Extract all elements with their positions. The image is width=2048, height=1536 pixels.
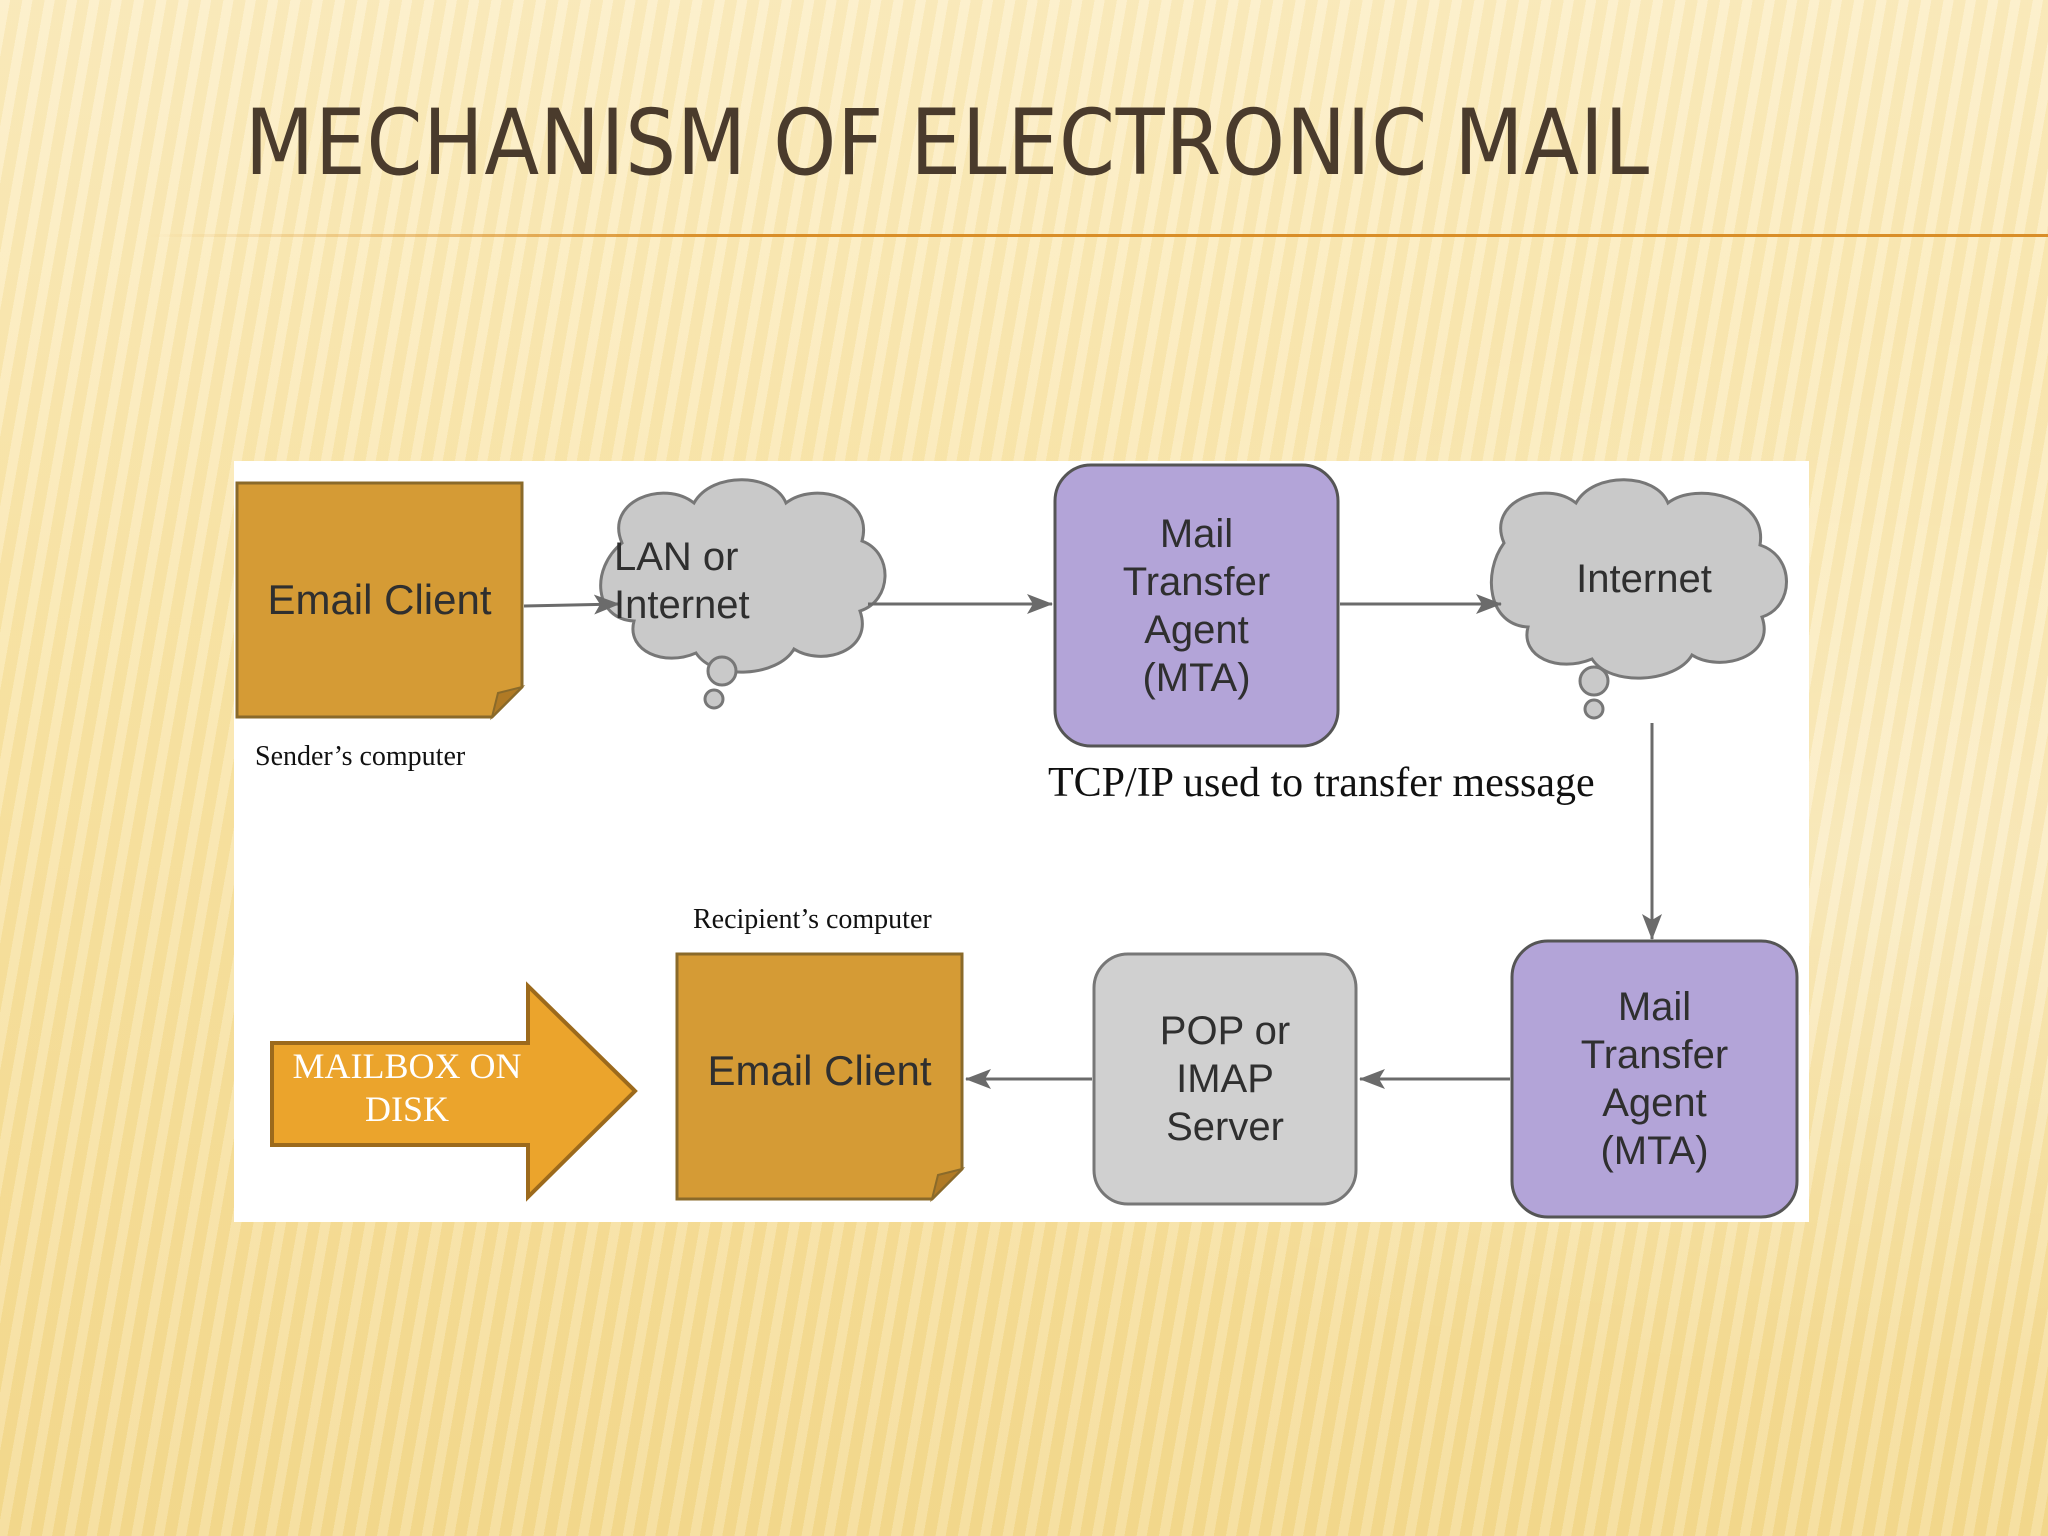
recipient-email-client-label: Email Client [707,1047,932,1095]
mailbox-arrow-shape [270,981,638,1202]
internet-cloud-label: Internet [1576,557,1712,601]
sender-email-client-label: Email Client [267,575,492,623]
email-mechanism-diagram: Email Client LAN or Internet Mail Transf… [234,461,1809,1222]
mta-bottom-shape [1510,939,1799,1219]
mta-top-shape [1053,463,1340,748]
recipient-email-client-fold [930,1167,966,1203]
mailbox-arrow-label: MAILBOX ON DISK [292,1046,522,1130]
slide-title: MECHANISM OF ELECTRONIC MAIL [245,91,1651,196]
title-divider [150,234,2048,237]
internet-cloud-shape [1490,478,1788,720]
mta-top-label: Mail Transfer Agent (MTA) [1122,511,1271,700]
lan-cloud-shape [599,478,887,710]
recipient-computer-caption: Recipient’s computer [693,904,932,935]
pop-imap-server-label: POP or IMAP Server [1159,1009,1291,1149]
lan-cloud-label: LAN or Internet [614,535,750,627]
mta-bottom-label: Mail Transfer Agent (MTA) [1580,985,1729,1173]
diagram-shapes [235,463,1799,1219]
pop-imap-server-shape [1092,952,1358,1206]
arrow-client-to-lan [523,594,620,615]
tcp-ip-caption: TCP/IP used to transfer message [1048,760,1595,806]
sender-email-client-fold [490,685,526,721]
sender-computer-caption: Sender’s computer [255,741,466,772]
